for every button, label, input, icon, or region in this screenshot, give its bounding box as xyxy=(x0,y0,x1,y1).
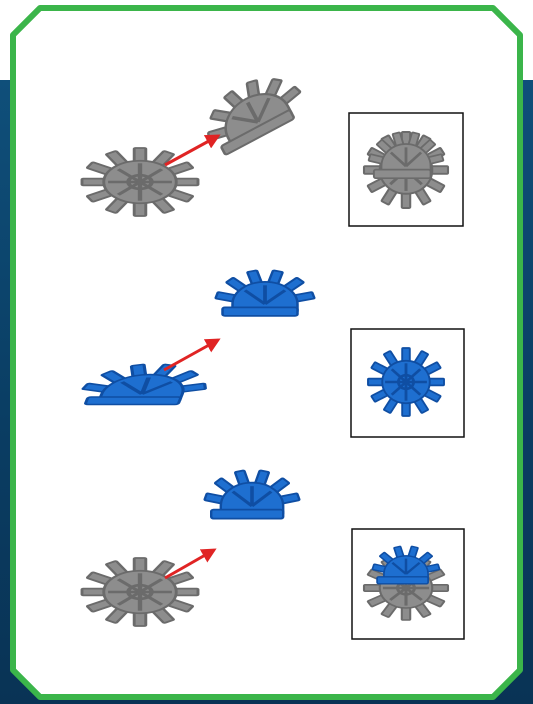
instruction-panel xyxy=(0,0,533,704)
